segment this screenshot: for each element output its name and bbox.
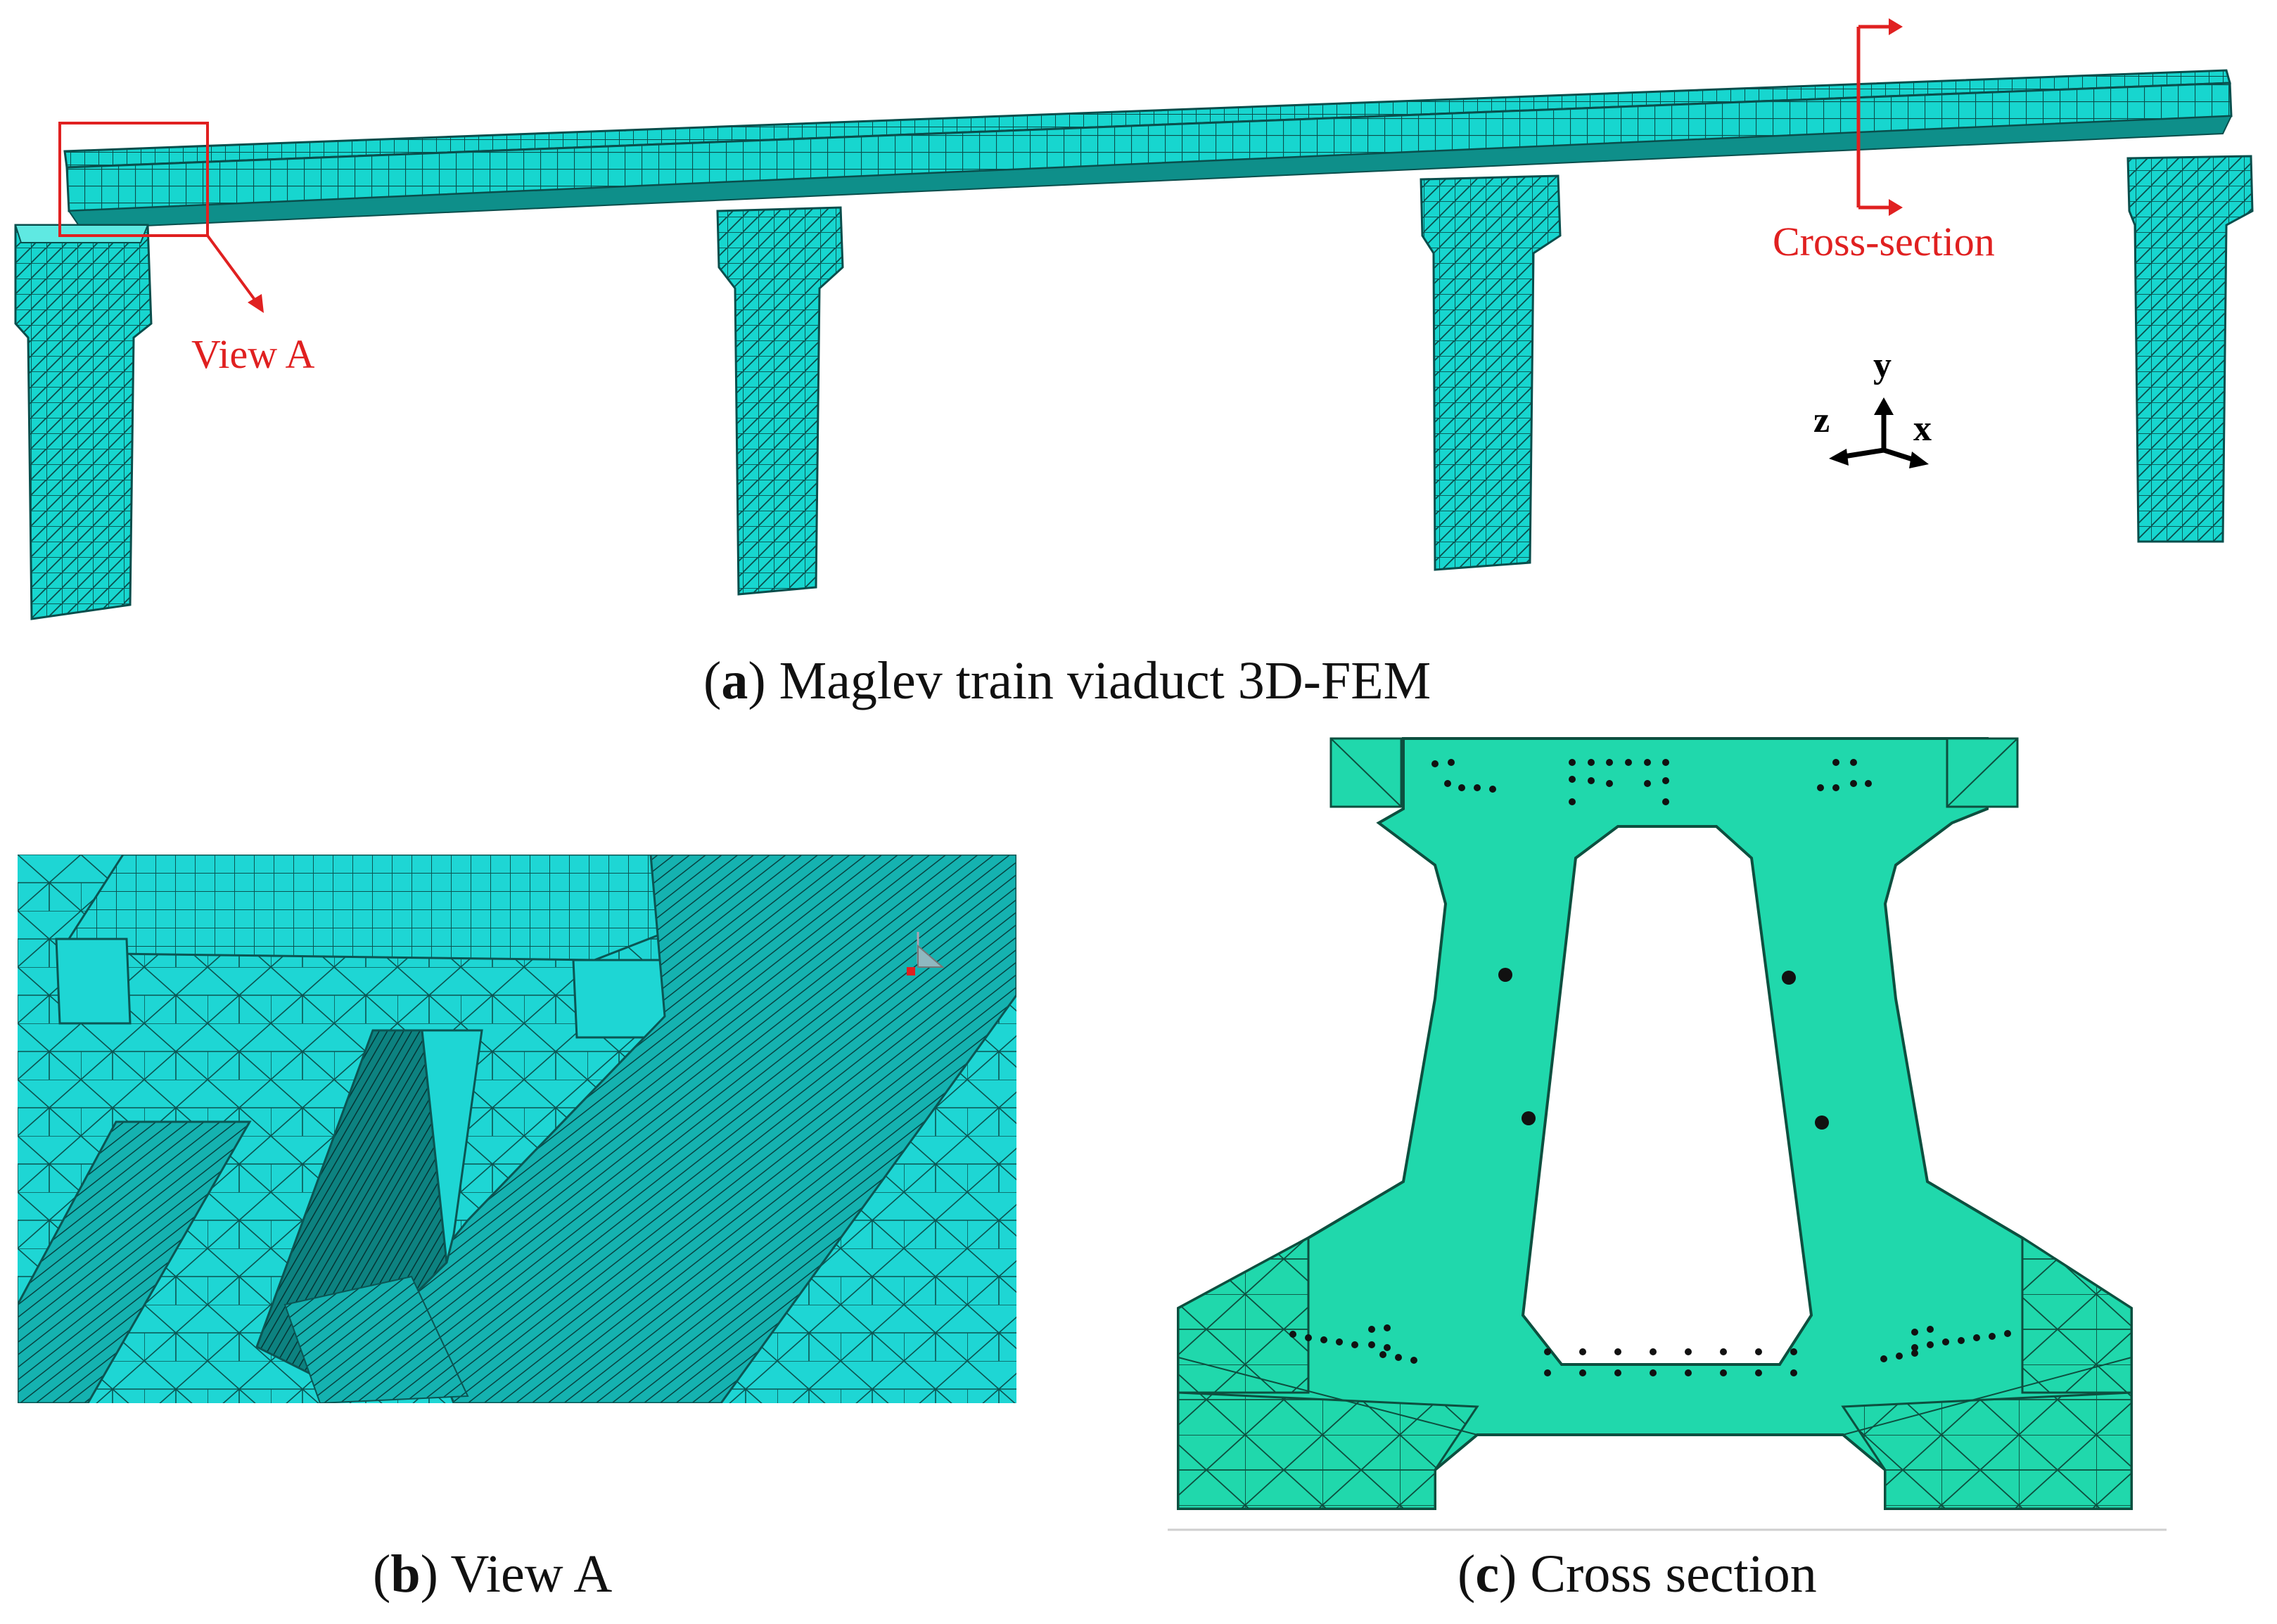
axis-label-y: y xyxy=(1873,345,1892,385)
caption-b: (b) View A xyxy=(373,1545,613,1604)
small-triad-icon xyxy=(907,932,945,976)
axis-label-z: z xyxy=(1813,400,1830,440)
view-a-marker xyxy=(58,122,264,313)
caption-c: (c) Cross section xyxy=(1458,1545,1817,1604)
viaduct-pier-4 xyxy=(2126,155,2254,543)
view-a-closeup xyxy=(18,855,1016,1403)
cross-section-label: Cross-section xyxy=(1773,219,1995,264)
viaduct-3d-fem-view xyxy=(14,18,2254,620)
viaduct-pier-2 xyxy=(716,206,844,596)
coordinate-triad-icon xyxy=(1829,397,1929,468)
axis-label-x: x xyxy=(1913,409,1932,449)
viaduct-pier-3 xyxy=(1420,174,1562,571)
viaduct-pier-1 xyxy=(14,224,153,620)
box-void xyxy=(1521,825,1813,1366)
cross-section-drawing xyxy=(1168,737,2167,1531)
caption-a: (a) Maglev train viaduct 3D-FEM xyxy=(703,651,1431,710)
cross-section-marker xyxy=(1856,18,1903,216)
viaduct-girder xyxy=(63,69,2233,230)
view-a-label: View A xyxy=(191,331,315,377)
tendon-dots xyxy=(1289,759,2011,1376)
